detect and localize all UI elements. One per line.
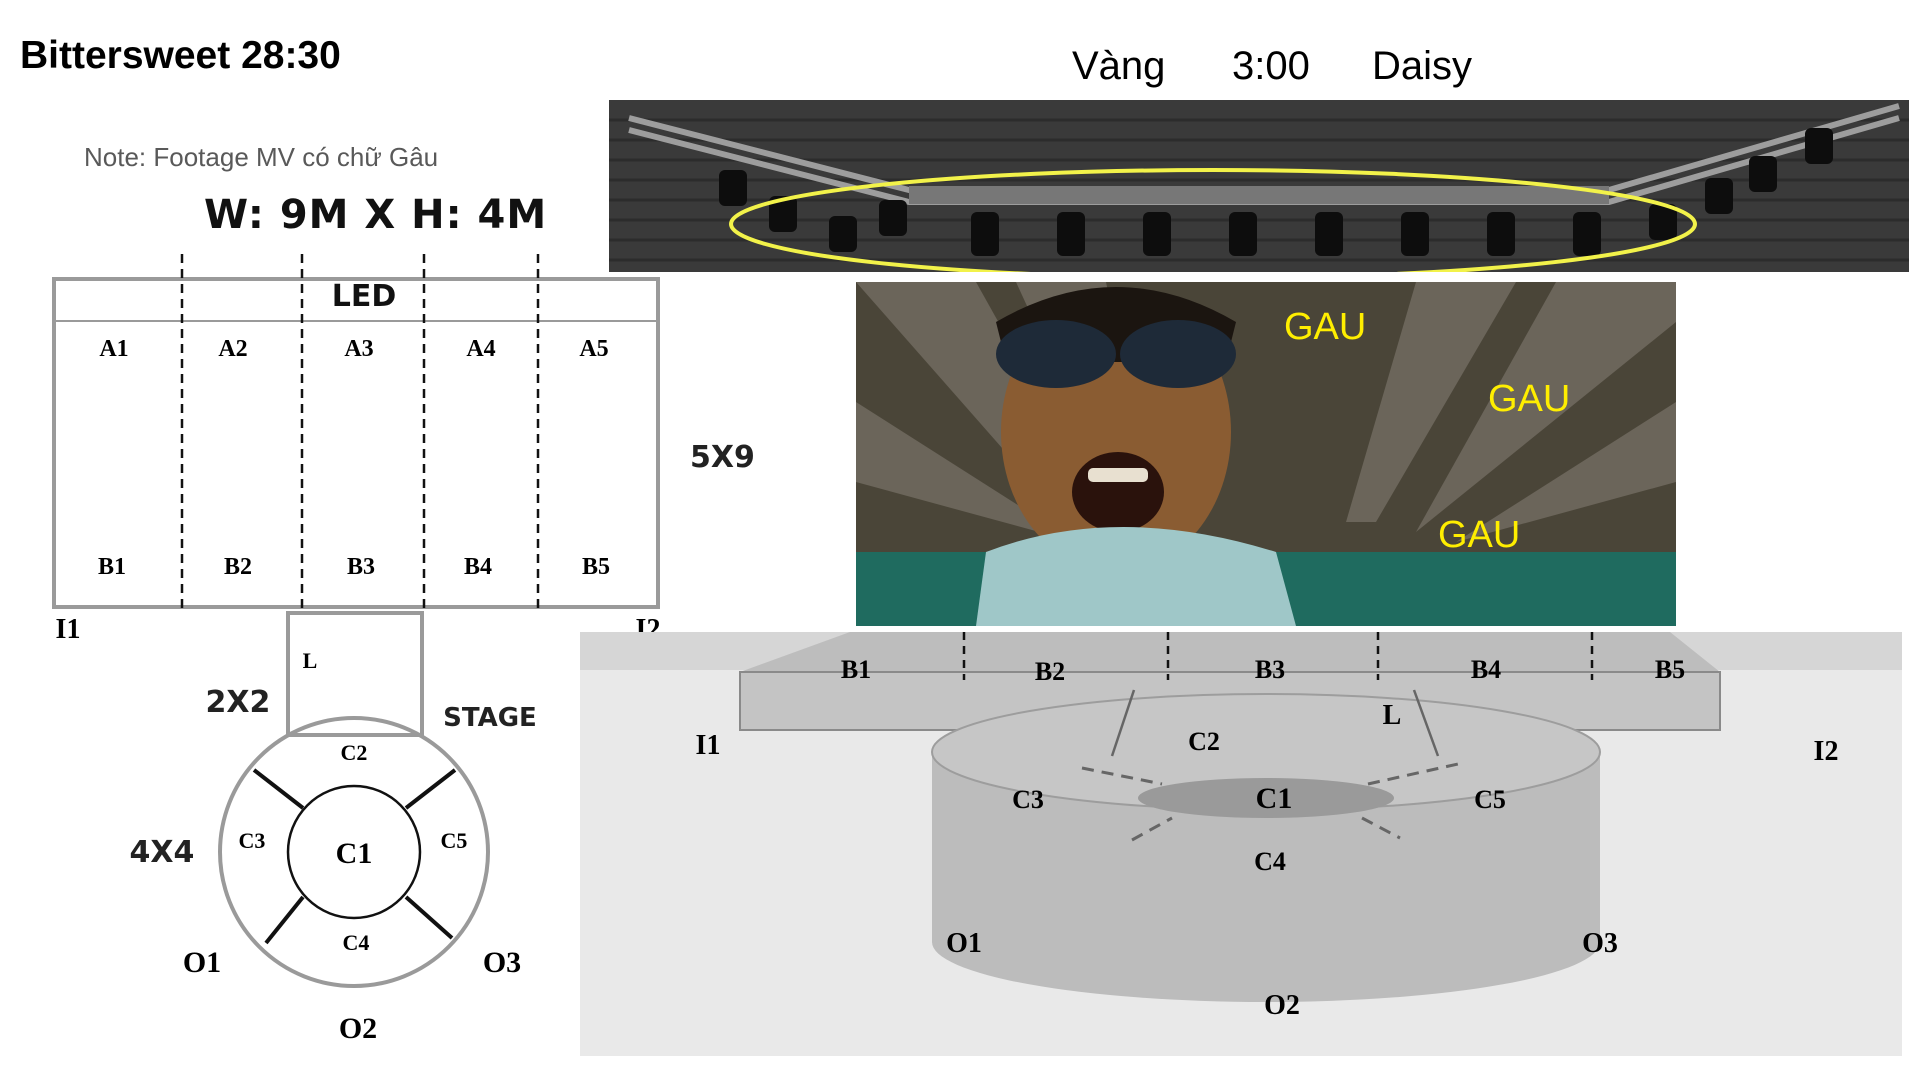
render-o3: O3 bbox=[1582, 928, 1618, 959]
position-b1: B1 bbox=[98, 554, 126, 580]
outer-o1: O1 bbox=[183, 946, 221, 979]
footage-note: Note: Footage MV có chữ Gâu bbox=[84, 142, 439, 172]
position-a4: A4 bbox=[466, 336, 495, 362]
render-o1: O1 bbox=[946, 928, 982, 959]
screen-word-3: GAU bbox=[1438, 514, 1521, 556]
circle-c3: C3 bbox=[239, 828, 266, 853]
highlight-ellipse bbox=[729, 168, 1697, 272]
position-b5: B5 bbox=[582, 554, 610, 580]
render-i1: I1 bbox=[696, 730, 721, 761]
render-c1: C1 bbox=[1256, 782, 1293, 815]
position-a5: A5 bbox=[579, 336, 608, 362]
render-c2: C2 bbox=[1188, 727, 1220, 756]
position-a3: A3 bbox=[344, 336, 373, 362]
position-b4: B4 bbox=[464, 554, 492, 580]
led-label: LED bbox=[332, 279, 397, 314]
render-c4: C4 bbox=[1254, 847, 1286, 876]
led-screen-footage: GAU GAU GAU bbox=[856, 282, 1676, 626]
led-size-label: 5X9 bbox=[690, 440, 755, 475]
position-a1: A1 bbox=[99, 336, 128, 362]
inner-circle bbox=[286, 784, 422, 920]
render-i2: I2 bbox=[1814, 736, 1839, 767]
stage-render: B1 B2 B3 B4 B5 I1 I2 L C1 C2 C3 C4 C5 O1… bbox=[580, 632, 1902, 1056]
lift-label: L bbox=[303, 648, 318, 673]
screen-word-2: GAU bbox=[1488, 378, 1571, 420]
circle-c2: C2 bbox=[341, 740, 368, 765]
render-o2: O2 bbox=[1264, 990, 1300, 1021]
render-b5: B5 bbox=[1655, 655, 1685, 684]
outer-o2: O2 bbox=[339, 1012, 377, 1045]
render-b4: B4 bbox=[1471, 655, 1501, 684]
render-b3: B3 bbox=[1255, 655, 1285, 684]
cue-color: Vàng bbox=[1072, 44, 1166, 88]
corner-i1: I1 bbox=[56, 614, 81, 645]
led-wall-outline bbox=[52, 277, 660, 609]
circle-c5: C5 bbox=[441, 828, 468, 853]
render-c3: C3 bbox=[1012, 785, 1044, 814]
circle-c4: C4 bbox=[343, 930, 370, 955]
circle-size: 4X4 bbox=[130, 835, 195, 870]
lighting-truss-image bbox=[609, 100, 1909, 272]
screen-word-1: GAU bbox=[1284, 306, 1367, 348]
stage-plan-diagram: LED A1 A2 A3 A4 A5 B1 B2 B3 B4 B5 I1 I2 … bbox=[52, 254, 660, 1045]
page-title: Bittersweet 28:30 bbox=[20, 34, 341, 77]
outer-circle bbox=[218, 716, 490, 988]
lift-size: 2X2 bbox=[206, 685, 271, 720]
cue-time: 3:00 bbox=[1232, 44, 1310, 88]
position-b3: B3 bbox=[347, 554, 375, 580]
render-b1: B1 bbox=[841, 655, 871, 684]
outer-o3: O3 bbox=[483, 946, 521, 979]
render-lift: L bbox=[1383, 700, 1402, 731]
cue-performer: Daisy bbox=[1372, 44, 1473, 88]
circle-c1: C1 bbox=[336, 837, 373, 870]
render-b2: B2 bbox=[1035, 657, 1065, 686]
render-c5: C5 bbox=[1474, 785, 1506, 814]
circle-spokes bbox=[252, 768, 457, 945]
led-dimensions: W: 9M X H: 4M bbox=[204, 192, 548, 238]
position-a2: A2 bbox=[218, 336, 247, 362]
stage-label: STAGE bbox=[443, 703, 537, 733]
position-b2: B2 bbox=[224, 554, 252, 580]
lift-square bbox=[286, 611, 424, 737]
